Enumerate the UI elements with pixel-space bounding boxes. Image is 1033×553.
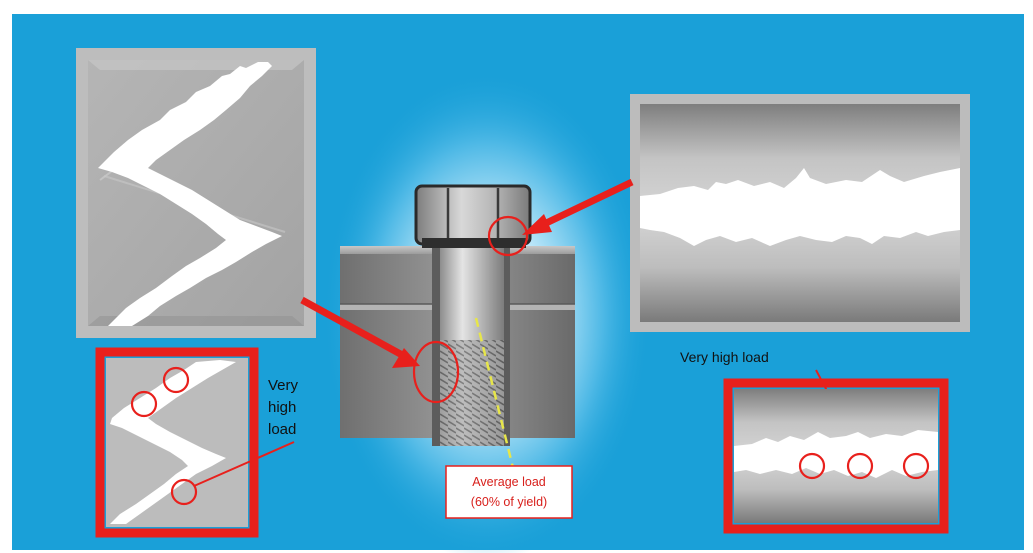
- average-load-line-2: (60% of yield): [471, 495, 547, 509]
- left-callout-leader: [193, 441, 295, 487]
- average-load-line-1: Average load: [472, 475, 545, 489]
- right-pointer-arrowhead: [522, 214, 552, 235]
- right-callout-label: Very high load: [680, 349, 769, 365]
- stress-circle-2: [162, 366, 190, 394]
- horizontal-crack-panel: [630, 94, 970, 332]
- thread-stress-circle: [412, 340, 460, 404]
- left-pointer-arrow-shaft: [300, 296, 406, 360]
- zigzag-detail-panel: [95, 347, 295, 538]
- pointer-arrows: [300, 178, 634, 368]
- stress-circle-1: [130, 390, 158, 418]
- detail-stress-circle-1: [798, 452, 826, 480]
- left-callout-line-2: high: [268, 399, 296, 416]
- bolt-centerline: [474, 317, 518, 481]
- bolt-head: [414, 184, 532, 246]
- detail-stress-circle-3: [902, 452, 930, 480]
- zigzag-crack-panel: [76, 48, 316, 338]
- left-pointer-arrowhead: [392, 348, 420, 368]
- right-pointer-arrow-shaft: [538, 178, 634, 230]
- left-callout-line-3: load: [268, 421, 296, 438]
- detail-zigzag-crack: [110, 360, 236, 524]
- zigzag-crack: [98, 62, 282, 326]
- bolt-assembly: [340, 184, 575, 481]
- average-load-box: Average load (60% of yield): [445, 465, 573, 519]
- detail-stress-circle-2: [846, 452, 874, 480]
- head-stress-circle: [487, 215, 529, 257]
- left-callout-line-1: Very: [268, 377, 299, 394]
- stress-circle-3: [170, 478, 198, 506]
- bolt-shank: [440, 246, 504, 356]
- horizontal-detail-panel: [723, 378, 949, 534]
- horizontal-crack: [640, 168, 960, 246]
- detail-horizontal-crack: [734, 430, 938, 478]
